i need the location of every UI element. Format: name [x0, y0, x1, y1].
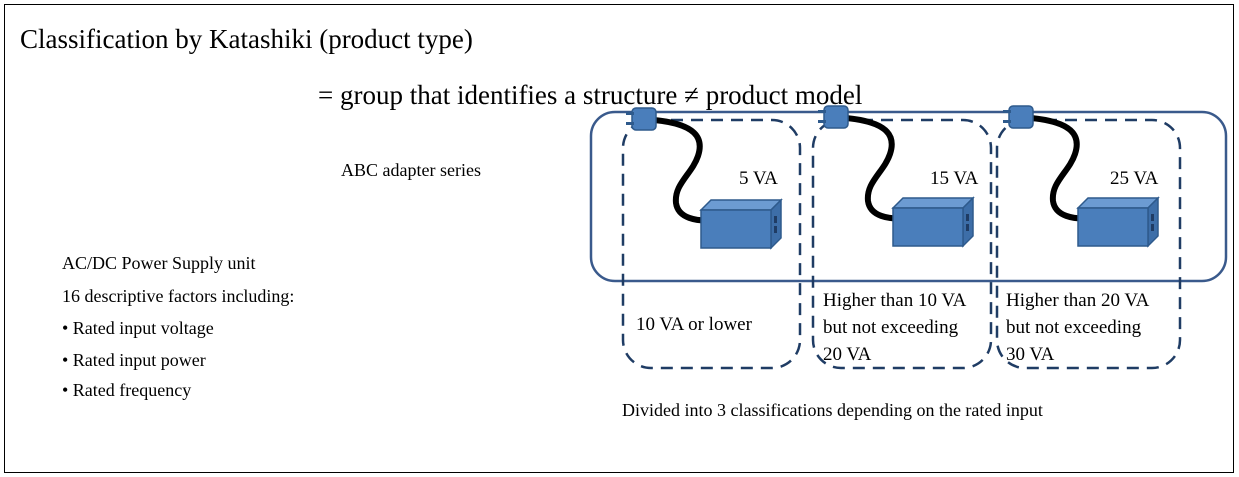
- classification-line: Higher than 20 VA: [1006, 290, 1150, 311]
- va-label: 25 VA: [1110, 168, 1159, 189]
- footnote: Divided into 3 classifications depending…: [622, 400, 1043, 420]
- bullet-item: • Rated frequency: [62, 380, 192, 400]
- bullet-item: • Rated input voltage: [62, 318, 214, 338]
- classification-line: Higher than 10 VA: [823, 290, 967, 311]
- classification-line: but not exceeding: [1006, 317, 1142, 338]
- classification-line: 20 VA: [823, 344, 872, 365]
- series-label: ABC adapter series: [341, 160, 481, 180]
- classification-outline-2: [811, 118, 993, 370]
- classification-outline-1: [621, 118, 802, 370]
- bullet-item: • Rated input power: [62, 350, 206, 370]
- va-label: 5 VA: [739, 168, 778, 189]
- factors-heading: 16 descriptive factors including:: [62, 286, 295, 306]
- unit-title: AC/DC Power Supply unit: [62, 253, 256, 273]
- subtitle: = group that identifies a structure ≠ pr…: [318, 80, 863, 110]
- classification-text-1: 10 VA or lower: [636, 311, 752, 338]
- series-group-outline: [589, 110, 1228, 283]
- page-title: Classification by Katashiki (product typ…: [20, 24, 473, 54]
- classification-outline-3: [995, 118, 1182, 370]
- classification-line: but not exceeding: [823, 317, 959, 338]
- classification-text-2: Higher than 10 VA but not exceeding 20 V…: [823, 287, 966, 368]
- classification-line: 30 VA: [1006, 344, 1055, 365]
- va-label: 15 VA: [930, 168, 979, 189]
- classification-line: 10 VA or lower: [636, 314, 752, 335]
- slide-frame: [4, 4, 1234, 473]
- classification-text-3: Higher than 20 VA but not exceeding 30 V…: [1006, 287, 1149, 368]
